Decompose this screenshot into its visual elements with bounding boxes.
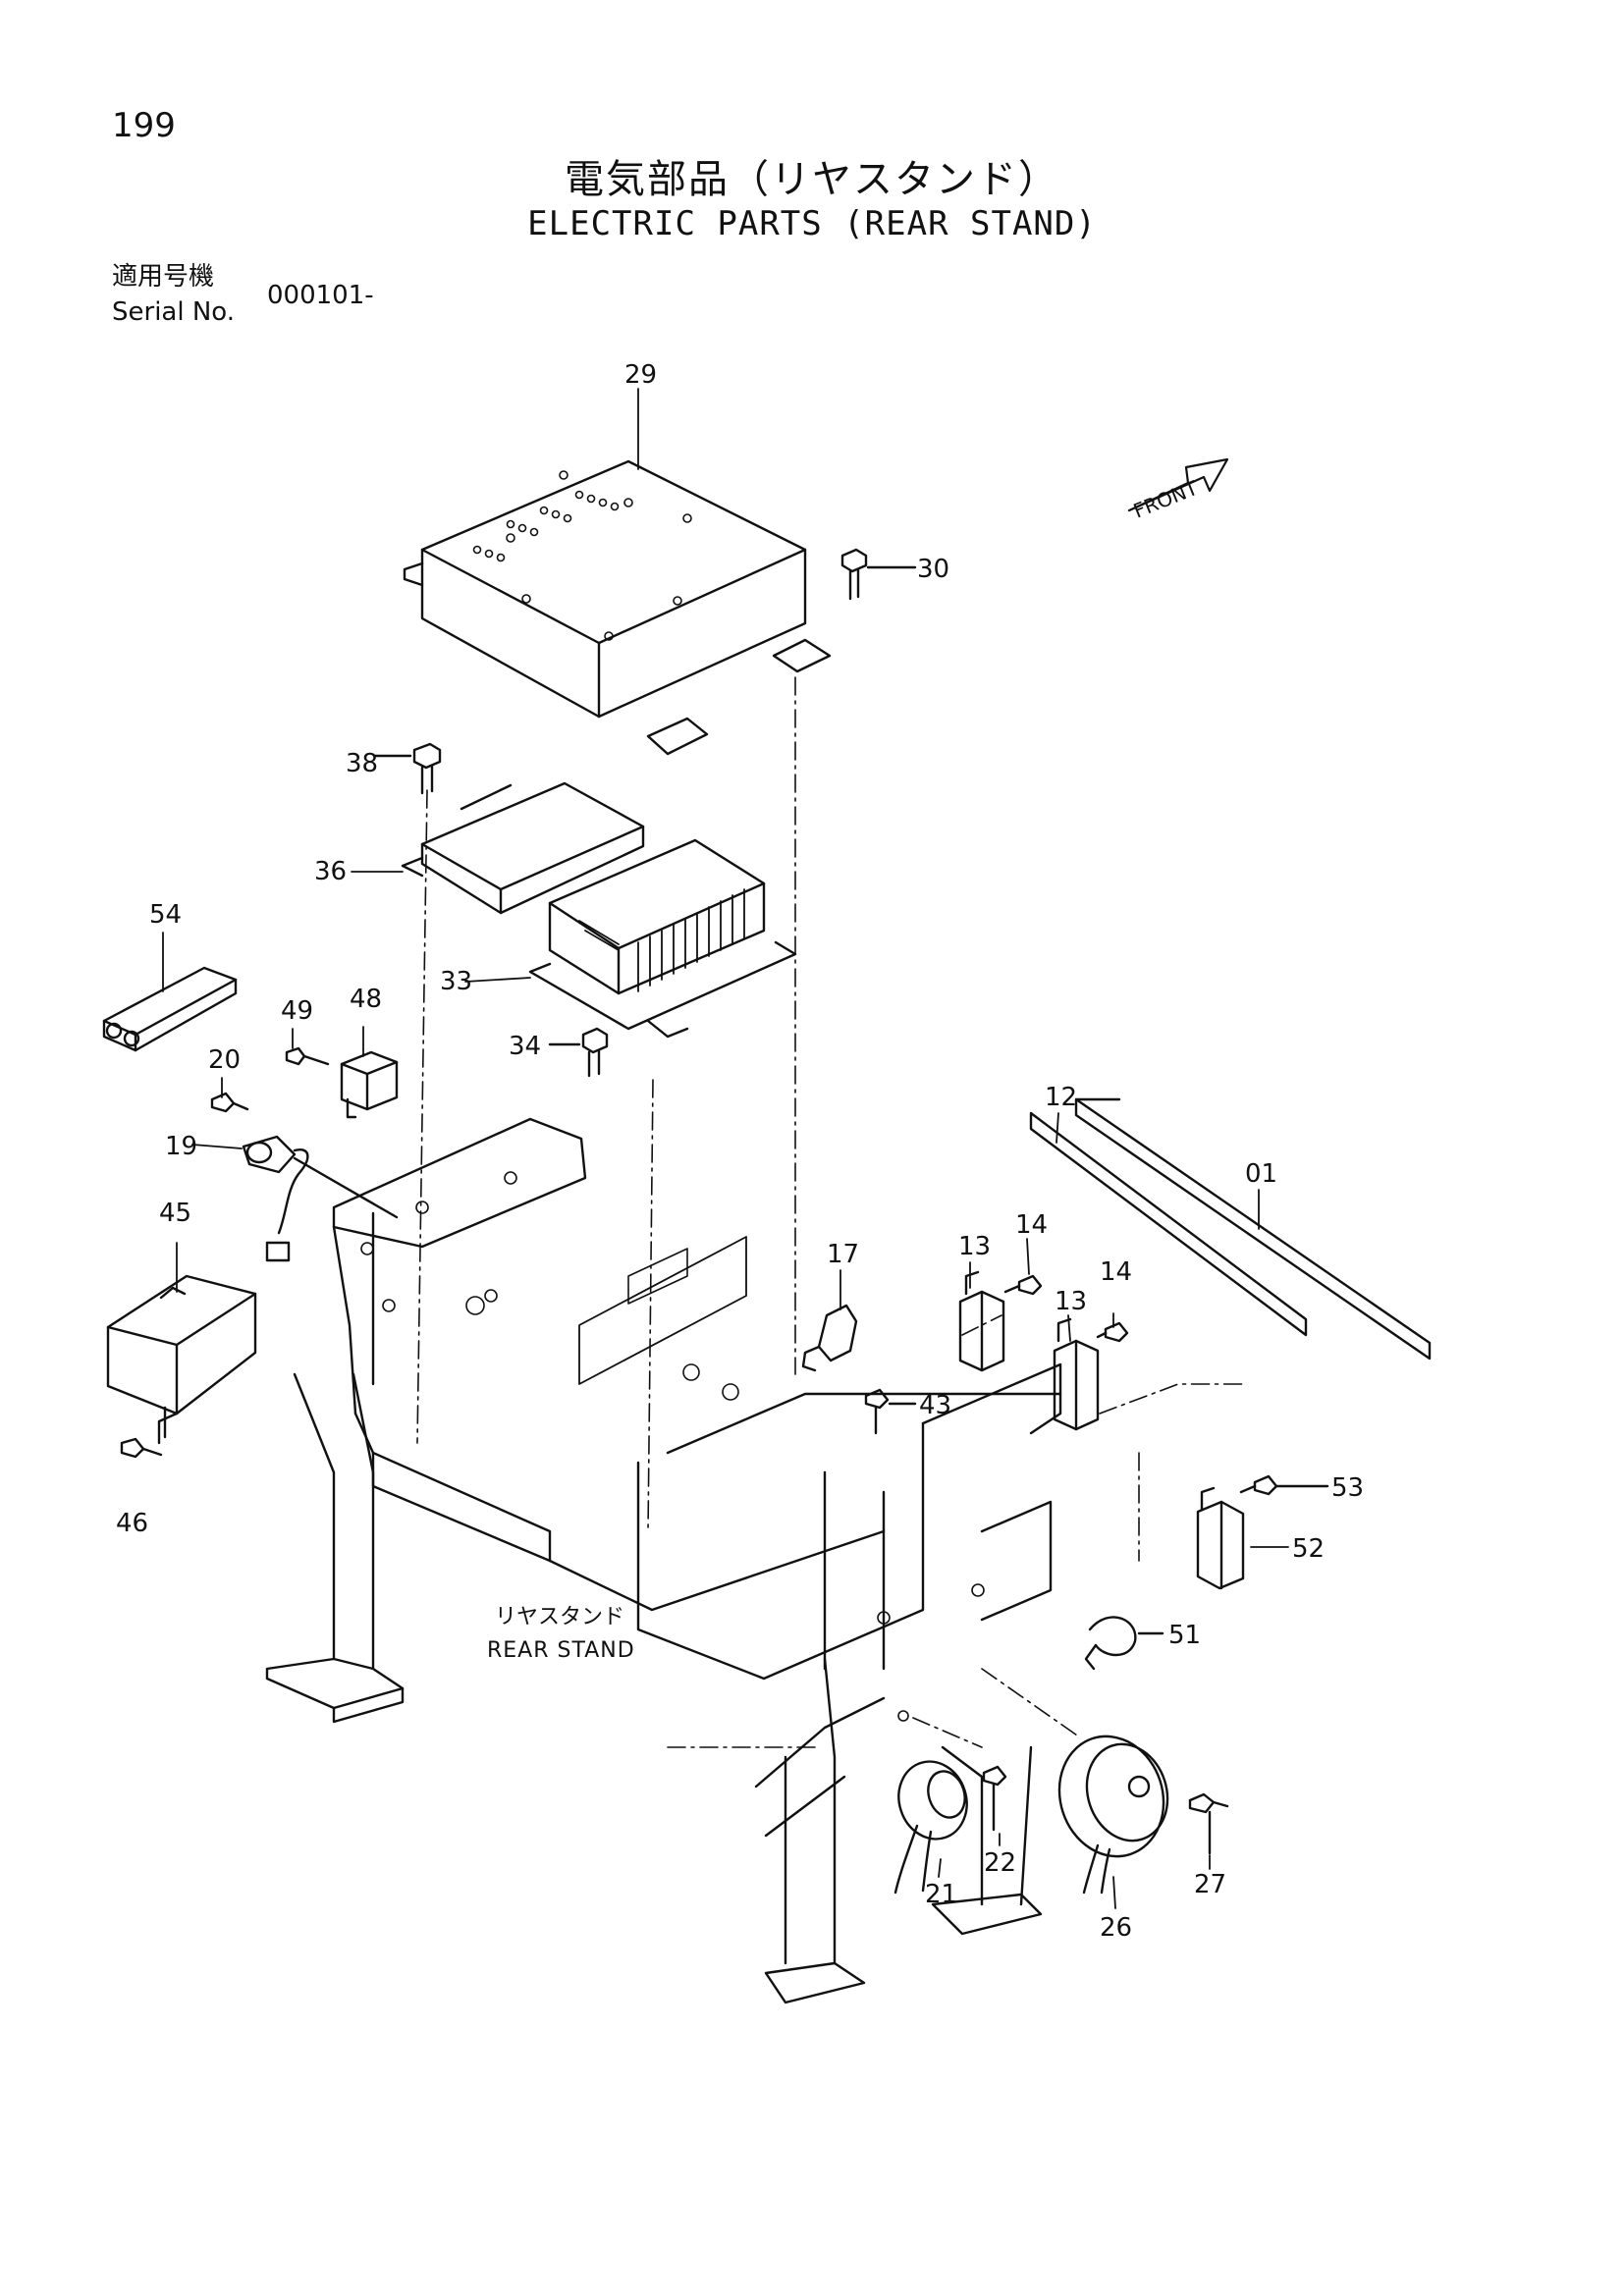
- callout-51: 51: [1168, 1621, 1201, 1650]
- serial-number-value: 000101-: [267, 281, 374, 310]
- callout-leader-lines: [162, 388, 1289, 1909]
- horn-part-26: [1057, 1735, 1169, 1895]
- part-callouts: 29 30 38 36 54 33 49 48 34 20 19 45 46 1…: [116, 360, 1364, 1943]
- callout-13b: 13: [1055, 1287, 1087, 1316]
- callout-54: 54: [149, 900, 182, 930]
- callout-26: 26: [1100, 1913, 1132, 1943]
- page-number: 199: [112, 106, 176, 145]
- callout-27: 27: [1194, 1870, 1226, 1899]
- callout-17: 17: [827, 1240, 859, 1269]
- cable-clamp: [1084, 1616, 1164, 1671]
- horn-part-21: [893, 1760, 968, 1895]
- screw-part-14-a: [1003, 1274, 1043, 1296]
- callout-36: 36: [314, 857, 347, 886]
- serial-label: 適用号機 Serial No.: [112, 259, 235, 330]
- heatsink-unit: [528, 838, 797, 1039]
- page-title-japanese: 電気部品（リヤスタンド）: [565, 157, 1059, 202]
- screw-part-27: [1188, 1792, 1229, 1855]
- control-module: [401, 781, 645, 915]
- callout-22: 22: [984, 1848, 1016, 1878]
- callout-34: 34: [509, 1032, 541, 1061]
- rear-stand-label-english: REAR STAND: [487, 1638, 635, 1663]
- callout-53: 53: [1331, 1473, 1364, 1503]
- screw-part-14-b: [1096, 1321, 1129, 1343]
- callout-20: 20: [208, 1045, 241, 1075]
- callout-48: 48: [350, 985, 382, 1014]
- cable-cover: [102, 966, 238, 1052]
- callout-19: 19: [165, 1132, 197, 1161]
- rear-stand-label-japanese: リヤスタンド: [495, 1605, 624, 1629]
- front-arrow-icon: FRONT: [1127, 457, 1229, 523]
- callout-33: 33: [440, 967, 472, 996]
- page-title-english: ELECTRIC PARTS (REAR STAND): [527, 204, 1097, 243]
- screw-part-43: [864, 1388, 917, 1435]
- relay-part-48: [340, 1050, 399, 1119]
- callout-52: 52: [1292, 1534, 1325, 1564]
- rear-stand-frame: [265, 1117, 1062, 2004]
- callout-38: 38: [346, 749, 378, 778]
- serial-label-japanese: 適用号機: [112, 262, 215, 292]
- controller-box: [403, 459, 832, 756]
- screw-part-49: [285, 1046, 330, 1066]
- screw-part-20: [210, 1092, 249, 1113]
- relay-part-13-a: [958, 1270, 1005, 1372]
- screw-part-53: [1239, 1474, 1329, 1496]
- callout-29: 29: [624, 360, 657, 390]
- strip-part-12: [1029, 1111, 1308, 1337]
- callout-14a: 14: [1015, 1210, 1048, 1240]
- callout-21: 21: [925, 1880, 957, 1909]
- callout-45: 45: [159, 1199, 191, 1228]
- screw-part-22: [982, 1765, 1007, 1832]
- callout-30: 30: [917, 555, 949, 584]
- front-arrow-label: FRONT: [1130, 475, 1202, 522]
- callout-14b: 14: [1100, 1257, 1132, 1287]
- serial-label-english: Serial No.: [112, 297, 235, 327]
- screw-part-46: [120, 1437, 163, 1459]
- callout-43: 43: [919, 1391, 951, 1420]
- switch-harness: [242, 1135, 399, 1262]
- callout-01: 01: [1245, 1159, 1277, 1189]
- relay-part-52: [1196, 1486, 1245, 1590]
- callout-13a: 13: [958, 1232, 991, 1261]
- bolt-part-30: [840, 548, 917, 601]
- callout-46: 46: [116, 1509, 148, 1538]
- sensor-part-17: [801, 1304, 858, 1372]
- callout-12: 12: [1045, 1083, 1077, 1112]
- cover-box: [106, 1274, 257, 1445]
- mounting-guide-lines: [416, 676, 1248, 1748]
- bolt-part-34: [548, 1027, 609, 1078]
- relay-part-13-b: [1053, 1317, 1100, 1431]
- strip-part-01: [1074, 1097, 1432, 1361]
- callout-49: 49: [281, 996, 313, 1026]
- bolt-part-38: [373, 742, 442, 795]
